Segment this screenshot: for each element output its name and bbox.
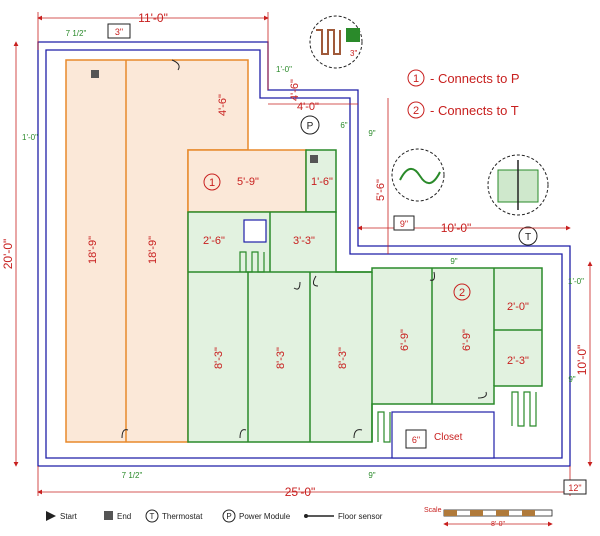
zone-label: 8'-3" <box>337 347 349 369</box>
dim-right-margin: 1'-0" <box>568 277 584 286</box>
dim-bottom-right: 9" <box>368 471 375 480</box>
dim-bottom-left: 7 1/2" <box>122 471 143 480</box>
dim-middle-box: 9" <box>400 219 408 229</box>
dim-step-width: 4'-0" <box>297 101 319 113</box>
dim-top-offset: 7 1/2" <box>66 29 87 38</box>
dim-total-height: 20'-0" <box>1 239 15 270</box>
zone-circle-2: 2 <box>459 287 465 299</box>
legend-power: Power Module <box>239 512 291 521</box>
dim-corner-box: 12" <box>568 483 581 493</box>
dim-right-low: 9" <box>568 375 575 384</box>
zone-label: 2'-0" <box>507 301 529 313</box>
dim-total-width: 25'-0" <box>285 485 316 499</box>
dim-top-box: 3" <box>115 27 123 37</box>
power-module-symbol: P <box>307 121 314 132</box>
zone-label: 5'-9" <box>237 176 259 188</box>
zone-label: 6'-9" <box>461 329 473 351</box>
flow-arrows <box>121 59 487 439</box>
zone-label: 3'-3" <box>293 235 315 247</box>
closet-label: Closet <box>434 432 463 443</box>
dim-step-depth: 4'-6" <box>289 79 301 101</box>
legend: Start End T Thermostat P Power Module Fl… <box>46 507 553 528</box>
thermostat-icon: T <box>150 512 155 521</box>
green-zones <box>187 211 543 443</box>
zone-label: 18'-9" <box>87 236 99 264</box>
note-2-number: 2 <box>413 105 419 117</box>
note-2-text: - Connects to T <box>430 103 519 118</box>
zone-label: 2'-3" <box>507 355 529 367</box>
legend-thermostat: Thermostat <box>162 512 203 521</box>
scale-label: Scale <box>424 507 442 514</box>
dim-right-width: 10'-0" <box>441 221 472 235</box>
detail-box: 3" <box>350 49 357 58</box>
dim-side-9: 9" <box>368 129 375 138</box>
dim-right-top: 9" <box>450 257 457 266</box>
zone-label: 1'-6" <box>311 176 333 188</box>
zone-circle-1: 1 <box>209 177 215 189</box>
dim-top-width: 11'-0" <box>138 11 168 25</box>
dim-middle-height: 5'-6" <box>375 179 387 201</box>
legend-start: Start <box>60 512 78 521</box>
dim-right-height: 10'-0" <box>575 345 589 376</box>
zone-label: 4'-6" <box>217 94 229 116</box>
scale-value: 8'-0" <box>491 521 505 528</box>
dim-side-6: 6" <box>340 121 347 130</box>
legend-end: End <box>117 512 131 521</box>
closet-box-label: 6" <box>412 435 420 445</box>
note-1-text: - Connects to P <box>430 71 520 86</box>
power-module-icon: P <box>226 512 231 521</box>
dim-left-margin: 1'-0" <box>22 133 38 142</box>
zone-label: 2'-6" <box>203 235 225 247</box>
legend-sensor: Floor sensor <box>338 512 383 521</box>
inner-wall <box>45 49 563 459</box>
detail-callouts: 3" <box>309 15 549 216</box>
zone-label: 8'-3" <box>275 347 287 369</box>
zone-label: 18'-9" <box>147 236 159 264</box>
dimension-lines <box>13 12 593 496</box>
note-1-number: 1 <box>413 73 419 85</box>
orange-zones <box>65 59 337 443</box>
thermostat-symbol: T <box>525 232 531 243</box>
closet-box <box>405 429 427 449</box>
dim-step-margin: 1'-0" <box>276 65 292 74</box>
zone-label: 6'-9" <box>399 329 411 351</box>
zone-label: 8'-3" <box>213 347 225 369</box>
